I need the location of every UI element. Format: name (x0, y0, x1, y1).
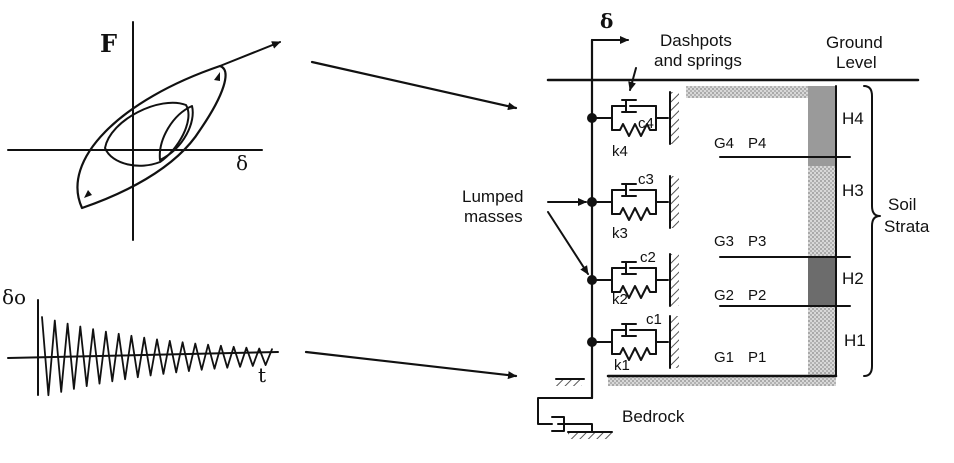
force-label: F (100, 29, 117, 58)
dashpot-1 (611, 323, 657, 337)
stiffness-label-3: k3 (612, 225, 628, 242)
hysteresis-plot: F δ (7, 21, 281, 241)
ground-label-line1: Ground (826, 33, 883, 52)
unit-join-1 (655, 329, 669, 355)
lumped-label-line2: masses (464, 207, 523, 226)
spring-1 (611, 347, 657, 361)
amplitude-label: δo (2, 285, 26, 309)
unit-connector-3 (596, 189, 613, 215)
density-label-3: P3 (748, 233, 766, 250)
base-hatch-left (556, 380, 582, 386)
dashpots-label-line2: and springs (654, 51, 742, 70)
shear-modulus-label-2: G2 (714, 287, 734, 304)
soil-profile: δ Dashpots and springs Ground Level Lump… (462, 9, 930, 439)
stiffness-label-1: k1 (614, 357, 630, 374)
shear-modulus-label-3: G3 (714, 233, 734, 250)
motion-to-bedrock-arrow (304, 350, 518, 380)
stiffness-label-2: k2 (612, 291, 628, 308)
thickness-label-2: H2 (842, 269, 864, 288)
reloading-arrow (214, 72, 220, 81)
time-history-plot: δo t (2, 285, 279, 397)
bedrock-shading (608, 376, 836, 386)
unit-connector-4 (596, 105, 613, 131)
displacement-label: δ (236, 151, 248, 175)
wall-hatch-1 (671, 316, 679, 368)
lumped-mass-3 (587, 197, 597, 207)
bedrock-label: Bedrock (622, 407, 685, 426)
dense-layer-shading (808, 258, 836, 306)
wall-hatch-4 (671, 92, 679, 144)
wall-hatch-2 (671, 254, 679, 306)
top-shading (686, 86, 810, 98)
time-axis (7, 351, 279, 359)
spring-dashpot-units (587, 91, 679, 369)
soil-label-line2: Strata (884, 217, 930, 236)
density-label-2: P2 (748, 287, 766, 304)
density-label-1: P1 (748, 349, 766, 366)
soil-label-line1: Soil (888, 195, 916, 214)
spring-2 (611, 285, 657, 299)
lumped-mass-4 (587, 113, 597, 123)
spring-3 (611, 207, 657, 221)
shear-modulus-label-1: G1 (714, 349, 734, 366)
base-dashpot (551, 416, 593, 433)
thickness-label-3: H3 (842, 181, 864, 200)
dashpot-pointer-arrow (628, 67, 637, 91)
unit-connector-2 (596, 267, 613, 293)
unloading-arrow (84, 190, 92, 198)
lumped-label-line1: Lumped (462, 187, 523, 206)
unit-join-2 (655, 267, 669, 293)
lumped-mass-1 (587, 337, 597, 347)
loading-arrow (219, 41, 281, 67)
inner-hysteresis-loop (158, 105, 194, 161)
top-displacement-label: δ (600, 9, 613, 33)
outer-hysteresis-loop (76, 64, 227, 210)
soil-strata-brace (863, 85, 881, 377)
damping-label-1: c1 (646, 311, 662, 328)
upper-dense-shading (808, 86, 836, 166)
stiffness-label-4: k4 (612, 143, 628, 160)
shear-modulus-label-4: G4 (714, 135, 734, 152)
density-label-4: P4 (748, 135, 766, 152)
damping-label-3: c3 (638, 171, 654, 188)
damping-label-2: c2 (640, 249, 656, 266)
middle-hysteresis-loop (104, 101, 190, 167)
dashpot-4 (611, 99, 657, 113)
decaying-oscillation (41, 316, 273, 397)
unit-join-4 (655, 105, 669, 131)
lumped-mass-arrow-2 (547, 211, 589, 275)
wall-hatch-3 (671, 176, 679, 228)
unit-connector-1 (596, 329, 613, 355)
damping-label-4: c4 (638, 115, 654, 132)
dashpot-2 (611, 261, 657, 275)
dashpot-3 (611, 183, 657, 197)
thickness-label-1: H1 (844, 331, 866, 350)
thickness-label-4: H4 (842, 109, 864, 128)
dashpots-label-line1: Dashpots (660, 31, 732, 50)
time-label: t (258, 363, 266, 387)
base-dashpot-link (537, 397, 593, 425)
hysteresis-to-springs-arrow (310, 60, 518, 111)
unit-join-3 (655, 189, 669, 215)
ground-label-line2: Level (836, 53, 877, 72)
lumped-mass-2 (587, 275, 597, 285)
base-ground-hatch (568, 433, 612, 439)
spring-4 (611, 123, 657, 137)
